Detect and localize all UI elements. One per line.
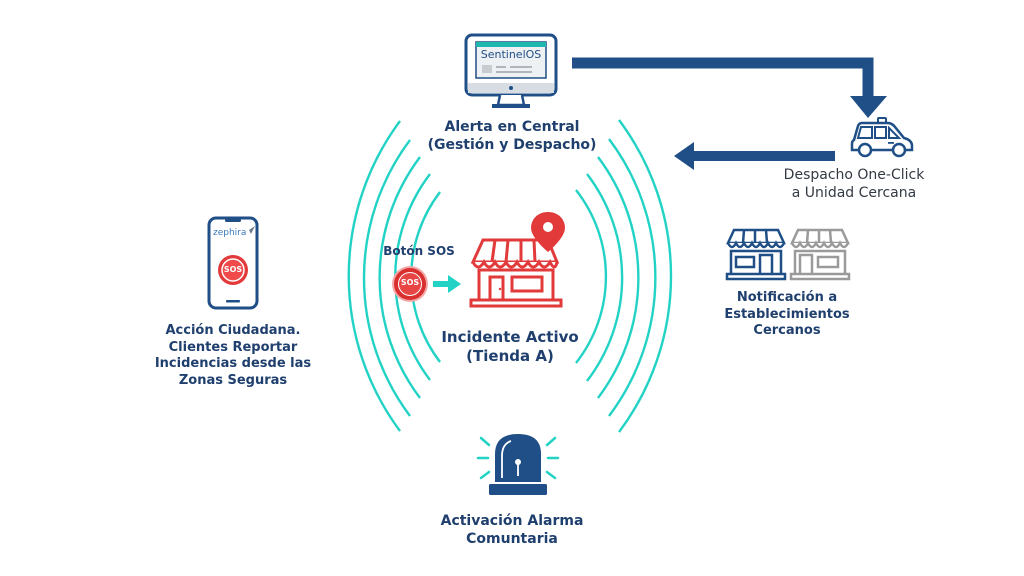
phone-sos-text: SOS — [223, 265, 243, 274]
wave-left-3 — [378, 156, 421, 399]
monitor-icon — [464, 33, 558, 108]
wave-right-5 — [575, 189, 608, 364]
smartphone-icon — [207, 216, 259, 310]
citizen-phone: zephira SOS — [207, 216, 259, 310]
nearby-store-gray — [789, 228, 851, 281]
wave-right-1 — [618, 119, 673, 433]
store-with-pin-icon — [469, 212, 565, 308]
app-logo: zephira — [213, 228, 247, 238]
central-node: SentinelOS — [464, 33, 560, 113]
nearby-label: Notificación a Establecimientos Cercanos — [724, 290, 850, 339]
two-stores-icon — [725, 228, 851, 281]
central-label: Alerta en Central (Gestión y Despacho) — [427, 119, 597, 153]
siren-icon — [476, 434, 560, 495]
patrol-car-icon — [850, 117, 914, 158]
nearby-store-blue — [725, 228, 787, 281]
wave-right-3 — [597, 156, 640, 399]
sos-button-label: Botón SOS — [383, 244, 455, 258]
monitor-screen-text: SentinelOS — [480, 48, 542, 61]
sos-button[interactable]: SOS — [394, 268, 426, 300]
alarm-label: Activación Alarma Comuntaria — [440, 513, 584, 547]
wave-left-1 — [347, 120, 401, 432]
incident-label: Incidente Activo (Tienda A) — [441, 328, 579, 366]
citizen-label: Acción Ciudadana. Clientes Reportar Inci… — [154, 323, 312, 388]
dispatch-label: Despacho One-Click a Unidad Cercana — [783, 167, 925, 201]
sos-button-text: SOS — [400, 278, 420, 287]
wave-left-2 — [362, 139, 411, 417]
wave-right-2 — [608, 138, 657, 417]
wave-right-4 — [586, 173, 624, 382]
